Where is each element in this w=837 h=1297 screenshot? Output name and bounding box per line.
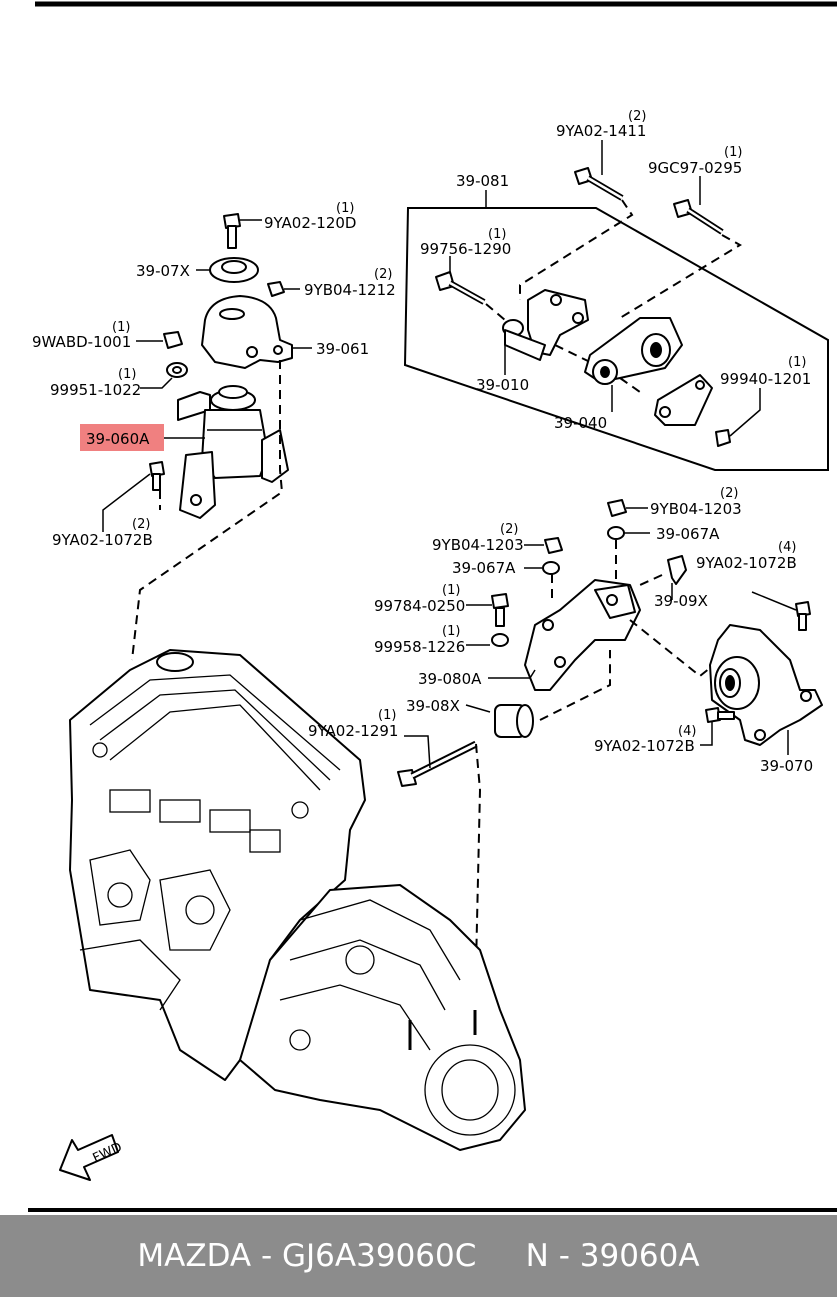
label-9yb04-1203-mid: 9YB04-1203 [432, 536, 524, 554]
footer-n-part: N - 39060A [525, 1238, 700, 1274]
qty-9ya02-1411: (2) [628, 109, 646, 124]
rod-39-040 [584, 317, 683, 412]
engine-mount-39-060a [177, 385, 289, 519]
qty-9ya02-1072b-right: (4) [778, 540, 796, 555]
highlight-box-39-060a [80, 424, 164, 451]
bushing-39-08x [465, 704, 534, 738]
label-39-067a-mid: 39-067A [452, 559, 516, 577]
transmission [239, 884, 526, 1151]
bracket-39-010 [502, 289, 589, 375]
nut-9yb04-1203-top [607, 499, 648, 517]
qty-99951-1022: (1) [118, 367, 136, 382]
guide-1290 [485, 303, 506, 321]
qty-9yb04-1212: (2) [374, 267, 392, 282]
fwd-arrow-icon: FWD [59, 1134, 124, 1181]
bolt-9ya02-1411 [574, 140, 624, 201]
label-9ya02-1072b-left: 9YA02-1072B [52, 531, 153, 549]
washer-99951-1022 [140, 362, 188, 389]
footer-brand-part: MAZDA - GJ6A39060C [137, 1238, 477, 1274]
qty-9ya02-1072b-low: (4) [678, 724, 696, 739]
plate-99940-1201 [654, 374, 761, 447]
qty-99940-1201: (1) [788, 355, 806, 370]
label-39-09x: 39-09X [654, 592, 708, 610]
label-9gc97-0295: 9GC97-0295 [648, 159, 742, 177]
washer-39-067a-top [607, 526, 650, 540]
label-9wabd-1001: 9WABD-1001 [32, 333, 131, 351]
engine-mount-39-070 [709, 624, 823, 755]
guide-1291 [474, 743, 482, 1011]
label-39-067a-top: 39-067A [656, 525, 720, 543]
label-39-040: 39-040 [554, 414, 607, 432]
qty-9yb04-1203-mid: (2) [500, 522, 518, 537]
guide-09x [639, 574, 663, 586]
clip-39-09x [667, 555, 687, 600]
qty-9wabd-1001: (1) [112, 320, 130, 335]
qty-9ya02-1072b-left: (2) [132, 517, 150, 532]
footer-gap [476, 1238, 525, 1274]
bolt-9ya02-1291 [397, 735, 478, 787]
guide-08x [539, 650, 611, 721]
label-9ya02-1291: 9YA02-1291 [308, 722, 398, 740]
part-number-footer: MAZDA - GJ6A39060C N - 39060A [0, 1215, 837, 1297]
label-9yb04-1203-top: 9YB04-1203 [650, 500, 742, 518]
qty-9ya02-1291: (1) [378, 708, 396, 723]
label-39-060a: 39-060A [86, 430, 150, 448]
guide-to-070 [629, 619, 721, 678]
qty-99958-1226: (1) [442, 624, 460, 639]
label-39-080a: 39-080A [418, 670, 482, 688]
label-39-07x: 39-07X [136, 262, 190, 280]
guide-1411 [519, 199, 634, 300]
label-39-061: 39-061 [316, 340, 369, 358]
bolt-9gc97-0295 [673, 176, 724, 235]
bolt-9ya02-1072b-left [102, 461, 165, 532]
bracket-39-080a [488, 579, 641, 691]
guide-040 [619, 377, 641, 393]
bolt-9ya02-120d [223, 213, 262, 249]
label-39-010: 39-010 [476, 376, 529, 394]
nut-9yb04-1203-mid [524, 537, 563, 554]
guide-010 [554, 344, 591, 363]
qty-9yb04-1203-top: (2) [720, 486, 738, 501]
qty-99756-1290: (1) [488, 227, 506, 242]
washer-99958-1226 [466, 633, 509, 647]
bolt-99784-0250 [466, 593, 509, 627]
label-39-070: 39-070 [760, 757, 813, 775]
qty-9ya02-120d: (1) [336, 201, 354, 216]
bolt-9ya02-1072b-right [751, 591, 811, 631]
bolt-99756-1290 [435, 256, 486, 305]
label-39-081: 39-081 [456, 172, 509, 190]
label-99940-1201: 99940-1201 [720, 370, 811, 388]
label-9yb04-1212: 9YB04-1212 [304, 281, 396, 299]
label-99756-1290: 99756-1290 [420, 240, 511, 258]
nut-9yb04-1212 [267, 281, 300, 297]
label-99951-1022: 99951-1022 [50, 381, 141, 399]
label-39-08x: 39-08X [406, 697, 460, 715]
label-99958-1226: 99958-1226 [374, 638, 465, 656]
assembly-box-39-081 [403, 207, 829, 471]
guide-0295 [619, 234, 742, 319]
label-9ya02-1072b-right: 9YA02-1072B [696, 554, 797, 572]
label-9ya02-1411: 9YA02-1411 [556, 122, 646, 140]
qty-99784-0250: (1) [442, 583, 460, 598]
label-9ya02-1072b-low: 9YA02-1072B [594, 737, 695, 755]
bracket-39-061 [201, 295, 312, 369]
qty-9gc97-0295: (1) [724, 145, 742, 160]
ring-39-07x [196, 257, 259, 283]
bolt-9ya02-1072b-low [700, 707, 735, 746]
nut-9wabd-1001 [136, 331, 183, 349]
label-9ya02-120d: 9YA02-120D [264, 214, 356, 232]
parts-diagram: FWD (2) 9YA02-1411 (1) 9GC97-0295 39-081… [28, 1, 837, 1212]
label-99784-0250: 99784-0250 [374, 597, 465, 615]
washer-39-067a-mid [524, 561, 560, 575]
